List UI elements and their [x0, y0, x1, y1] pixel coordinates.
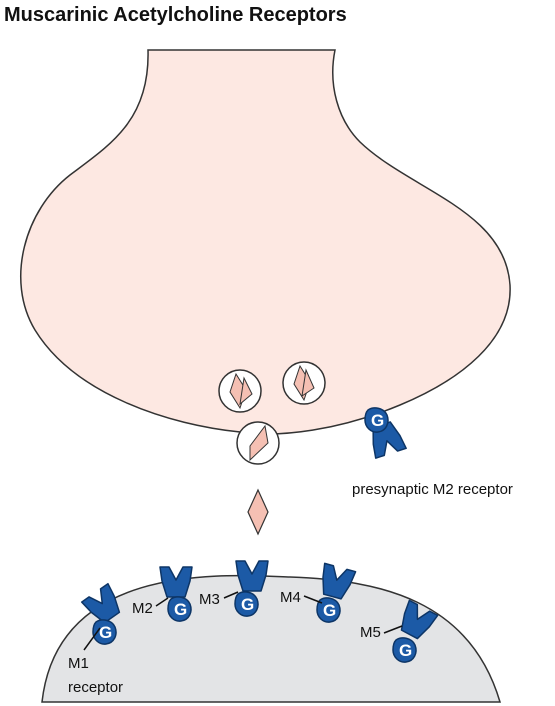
m1-pointer: [83, 627, 101, 651]
synaptic-vesicle-1: [218, 369, 262, 413]
m5-g-protein: G: [392, 637, 417, 663]
acetylcholine-molecule: [247, 488, 269, 536]
m2-label: M2: [132, 600, 153, 617]
svg-text:G: G: [371, 411, 384, 430]
svg-text:G: G: [399, 641, 412, 660]
svg-text:G: G: [241, 595, 254, 614]
m5-pointer: [383, 625, 403, 634]
svg-text:G: G: [323, 601, 336, 620]
presynaptic-m2-label: presynaptic M2 receptor: [352, 481, 513, 498]
m2-pointer: [155, 597, 169, 607]
synaptic-vesicle-2: [282, 361, 326, 405]
presynaptic-terminal: [20, 49, 511, 435]
svg-text:G: G: [99, 623, 112, 642]
m3-g-protein: G: [234, 591, 259, 617]
m4-g-protein: G: [316, 597, 341, 623]
presynaptic-m2-g-protein: G: [364, 407, 389, 433]
m4-pointer: [303, 595, 323, 604]
m4-label: M4: [280, 589, 301, 606]
m5-label: M5: [360, 624, 381, 641]
synaptic-vesicle-3: [236, 421, 280, 465]
m1-g-protein: G: [92, 619, 117, 645]
m3-label: M3: [199, 591, 220, 608]
m1-sublabel: receptor: [68, 679, 123, 696]
svg-text:G: G: [174, 600, 187, 619]
m1-label: M1: [68, 655, 89, 672]
figure-title: Muscarinic Acetylcholine Receptors: [4, 4, 347, 26]
m2-g-protein: G: [167, 596, 192, 622]
m3-pointer: [223, 591, 239, 599]
